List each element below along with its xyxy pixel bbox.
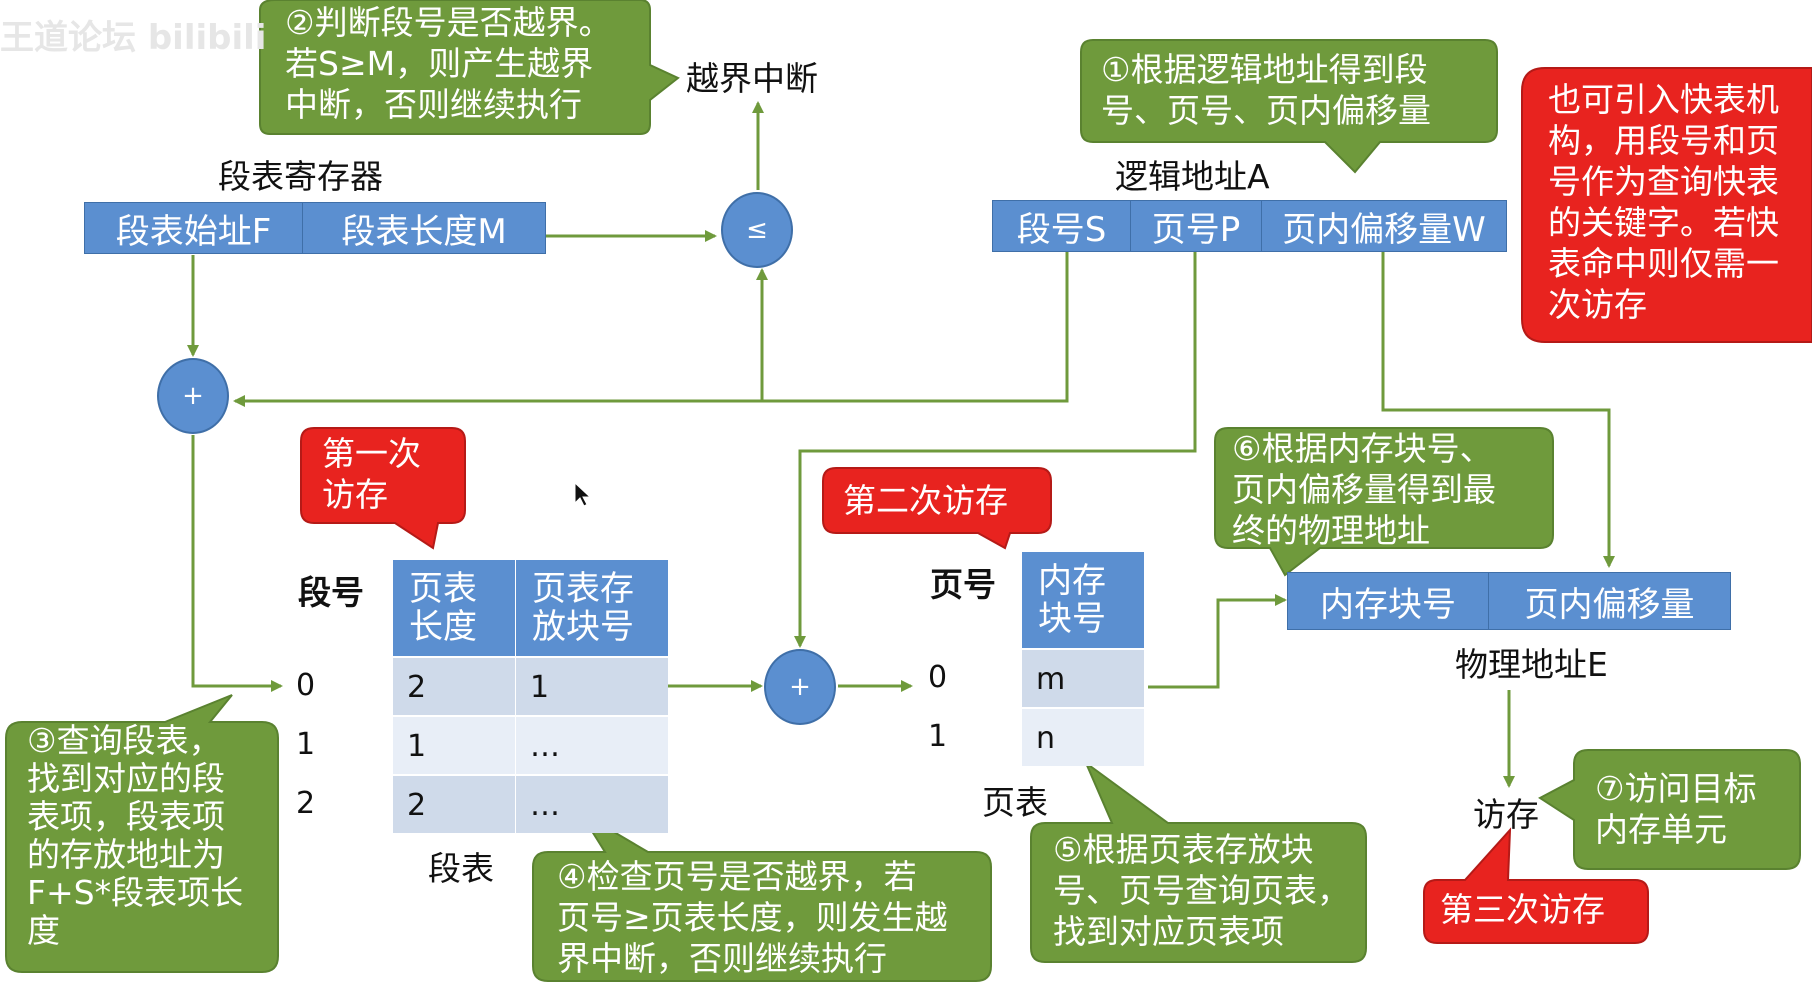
physical-address-title: 物理地址E	[1455, 645, 1608, 684]
callout-tlb-note: 也可引入快表机 构，用段号和页 号作为查询快表 的关键字。若快 表命中则仅需一 …	[1548, 80, 1779, 324]
page-table-caption: 页表	[982, 783, 1048, 822]
segment-table-header-length: 页表 长度	[393, 560, 515, 656]
page-table-cell: m	[1022, 650, 1144, 707]
segment-table-caption: 段表	[428, 849, 494, 888]
logical-address-title: 逻辑地址A	[1115, 157, 1270, 196]
plus-circle-page: +	[764, 649, 836, 725]
logical-page-number: 页号P	[1130, 200, 1262, 252]
logical-segment-number: 段号S	[992, 200, 1131, 252]
mouse-cursor-icon	[574, 482, 592, 507]
segment-index-label: 段号	[298, 573, 364, 612]
segment-index: 2	[296, 786, 316, 821]
red-callout-shapes	[300, 67, 1812, 944]
segment-table-length-field: 段表长度M	[302, 202, 546, 254]
callout-third-access: 第三次访存	[1440, 890, 1605, 929]
segment-table-cell: 1	[393, 717, 515, 774]
watermark: 王道论坛 bilibili	[0, 18, 267, 58]
overflow-interrupt-label: 越界中断	[686, 59, 818, 98]
physical-offset: 页内偏移量	[1488, 572, 1731, 630]
callout-second-access: 第二次访存	[843, 481, 1008, 520]
memory-access-label: 访存	[1473, 795, 1539, 834]
segment-table-cell: 2	[393, 658, 515, 715]
segment-table-cell: 2	[393, 776, 515, 833]
segment-table-start-field: 段表始址F	[84, 202, 303, 254]
callout-step3: ③查询段表， 找到对应的段 表项，段表项 的存放地址为 F+S*段表项长 度	[27, 721, 244, 950]
page-index: 1	[928, 719, 948, 754]
logical-offset: 页内偏移量W	[1261, 200, 1507, 252]
page-index-label: 页号	[930, 565, 996, 604]
segment-table-cell: …	[516, 717, 668, 774]
callout-step7: ⑦访问目标 内存单元	[1595, 769, 1757, 849]
compare-circle: ≤	[721, 192, 793, 268]
page-index: 0	[928, 660, 948, 695]
arrow-lines	[187, 101, 1615, 788]
segment-register-title: 段表寄存器	[218, 157, 383, 196]
callout-step2: ②判断段号是否越界。 若S≥M，则产生越界 中断，否则继续执行	[285, 3, 612, 124]
green-callout-shapes	[5, 0, 1801, 982]
callout-step4: ④检查页号是否越界，若 页号≥页表长度，则发生越 界中断，否则继续执行	[557, 857, 948, 978]
callout-step5: ⑤根据页表存放块 号、页号查询页表， 找到对应页表项	[1053, 830, 1350, 951]
callout-step6: ⑥根据内存块号、 页内偏移量得到最 终的物理地址	[1232, 429, 1496, 550]
plus-circle-segment: +	[157, 358, 229, 434]
callout-step1: ①根据逻辑地址得到段 号、页号、页内偏移量	[1101, 50, 1431, 130]
segment-table-header-block: 页表存 放块号	[516, 560, 668, 656]
segment-table-cell: …	[516, 776, 668, 833]
page-table-cell: n	[1022, 709, 1144, 766]
page-table-header-block: 内存 块号	[1022, 552, 1144, 648]
segment-index: 0	[296, 668, 316, 703]
segment-table-cell: 1	[516, 658, 668, 715]
physical-block-number: 内存块号	[1287, 572, 1489, 630]
callout-first-access: 第一次 访存	[322, 434, 421, 514]
segment-index: 1	[296, 727, 316, 762]
